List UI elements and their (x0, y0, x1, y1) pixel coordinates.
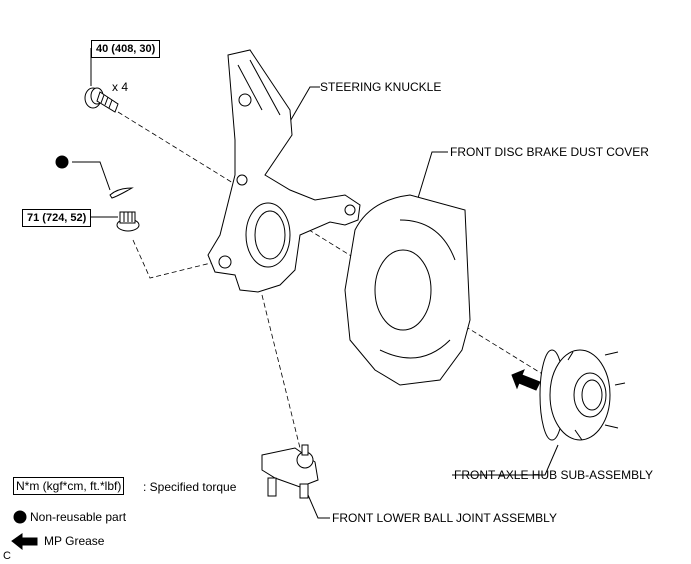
leader-lines (72, 48, 559, 519)
steering-knuckle-drawing (207, 49, 361, 293)
bolt-quantity: x 4 (112, 80, 129, 94)
nut-icon (116, 211, 140, 232)
nut-torque-label: 71 (724, 52) (22, 209, 92, 227)
bolt-icon (84, 87, 119, 113)
non-reusable-dot-icon (55, 155, 69, 169)
dust-cover-drawing (344, 194, 471, 386)
steering-knuckle-label: STEERING KNUCKLE (320, 80, 442, 94)
legend-non-reusable: Non-reusable part (30, 510, 127, 524)
grease-arrow-icon (511, 369, 541, 391)
bolt-torque-label: 40 (408, 30) (91, 40, 161, 58)
dust-cover-label: FRONT DISC BRAKE DUST COVER (450, 145, 649, 159)
legend-grease: MP Grease (44, 534, 105, 548)
legend-non-reusable-dot-icon (13, 510, 27, 524)
figure-code: C (3, 550, 11, 562)
legend-torque-desc: : Specified torque (143, 480, 237, 494)
ball-joint-label: FRONT LOWER BALL JOINT ASSEMBLY (332, 511, 557, 525)
axle-hub-drawing (539, 349, 626, 441)
assembly-centerlines (117, 111, 566, 449)
cotter-pin-icon (109, 187, 134, 199)
legend-grease-arrow-icon (11, 533, 38, 551)
legend-torque-unit: N*m (kgf*cm, ft.*lbf) (13, 477, 125, 495)
ball-joint-drawing (261, 444, 319, 499)
axle-hub-label: FRONT AXLE HUB SUB-ASSEMBLY (454, 468, 653, 482)
